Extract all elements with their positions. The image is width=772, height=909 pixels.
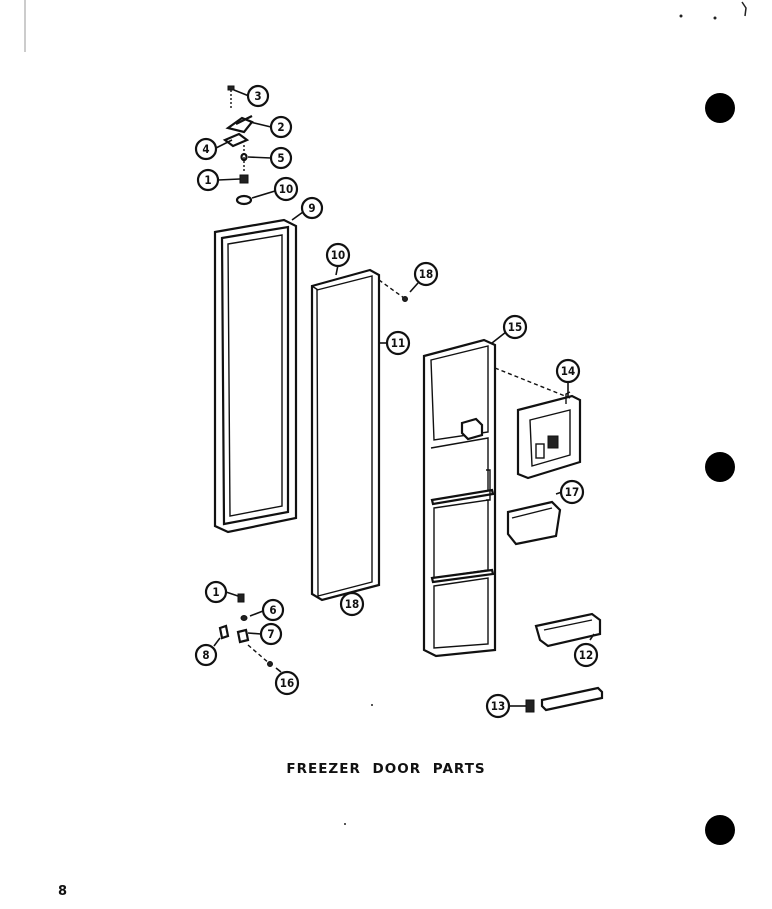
callout-1-bottom: 1	[204, 580, 228, 604]
callout-12: 12	[573, 642, 599, 668]
liner-clip	[486, 469, 491, 501]
svg-text:2: 2	[277, 120, 284, 134]
tray-lip	[511, 507, 553, 519]
svg-text:10: 10	[279, 182, 293, 196]
svg-text:15: 15	[508, 320, 522, 334]
housing-switch	[547, 435, 559, 449]
callout-5: 5	[269, 146, 293, 170]
callout-18-top: 18	[413, 261, 439, 287]
lower-hinge-assembly	[218, 593, 273, 667]
scan-speck	[713, 16, 717, 20]
scan-speck	[344, 823, 346, 825]
lower-hinge-spacer	[218, 624, 230, 640]
trim-strip	[525, 686, 604, 713]
callout-7: 7	[259, 622, 283, 646]
dispenser-housing	[516, 391, 582, 480]
lower-washer	[240, 615, 248, 621]
hinge-screw	[227, 85, 235, 91]
lower-screw	[267, 661, 273, 667]
callout-14: 14	[555, 358, 581, 384]
svg-text:17: 17	[565, 485, 579, 499]
liner-shelf-3	[433, 577, 489, 649]
handle-edge	[543, 619, 593, 631]
door-panel	[310, 268, 381, 602]
liner-rail-2	[430, 568, 495, 584]
svg-text:14: 14	[561, 364, 575, 378]
svg-text:4: 4	[202, 142, 209, 156]
callout-17: 17	[559, 479, 585, 505]
housing-port	[535, 443, 545, 459]
trim-clip	[525, 699, 535, 713]
diagram-title: FREEZER DOOR PARTS	[286, 761, 486, 777]
svg-text:1: 1	[204, 173, 211, 187]
upper-hinge-assembly	[222, 85, 254, 206]
scan-speck	[741, 1, 747, 17]
hinge-bracket-edge	[235, 115, 253, 125]
svg-text:3: 3	[254, 89, 261, 103]
callout-8: 8	[194, 643, 218, 667]
hinge-pin	[239, 174, 249, 184]
callout-11: 11	[385, 330, 411, 356]
callout-9: 9	[300, 196, 324, 220]
panel-inner	[316, 275, 373, 597]
svg-text:9: 9	[308, 201, 315, 215]
door-handle	[534, 612, 602, 648]
tray-body	[506, 500, 562, 546]
lower-hinge-bracket	[236, 628, 250, 644]
door-liner	[422, 338, 497, 658]
scan-speck	[371, 704, 373, 706]
svg-text:1: 1	[212, 585, 219, 599]
svg-text:6: 6	[269, 603, 276, 617]
callout-2: 2	[269, 115, 293, 139]
liner-rail-1	[430, 488, 495, 506]
gasket-inner	[220, 225, 290, 526]
binder-hole-middle	[705, 452, 735, 482]
hinge-bracket	[225, 116, 254, 134]
callout-3: 3	[246, 84, 270, 108]
callout-4: 4	[194, 137, 218, 161]
svg-text:10: 10	[331, 248, 345, 262]
svg-text:8: 8	[202, 648, 209, 662]
callout-15: 15	[502, 314, 528, 340]
binder-hole-bottom	[705, 815, 735, 845]
callout-6: 6	[261, 598, 285, 622]
svg-text:18: 18	[345, 597, 359, 611]
leader-lines	[213, 89, 595, 707]
svg-text:16: 16	[280, 676, 294, 690]
hinge-plate	[222, 132, 250, 148]
lower-hinge-pin	[237, 593, 245, 603]
svg-text:13: 13	[491, 699, 505, 713]
svg-text:18: 18	[419, 267, 433, 281]
dispenser-lever	[460, 417, 484, 441]
page-number: 8	[58, 884, 68, 899]
ice-tray	[506, 500, 562, 546]
housing-inner	[529, 409, 571, 467]
svg-text:11: 11	[391, 336, 405, 350]
callout-18-bottom: 18	[339, 591, 365, 617]
panel-edge	[311, 285, 319, 291]
trim-body	[540, 686, 604, 712]
callout-10-hinge: 10	[273, 176, 299, 202]
lower-screw-axis	[247, 644, 271, 665]
callout-1-top: 1	[196, 168, 220, 192]
door-gasket	[213, 218, 298, 534]
panel-outer	[310, 268, 381, 602]
svg-text:5: 5	[277, 151, 284, 165]
binder-hole-top	[705, 93, 735, 123]
svg-text:7: 7	[267, 627, 274, 641]
callout-16: 16	[274, 670, 300, 696]
callout-10-panel: 10	[325, 242, 351, 268]
scan-speck	[679, 14, 683, 18]
svg-text:12: 12	[579, 648, 593, 662]
hinge-bushing	[235, 194, 253, 206]
gasket-inner-edge	[227, 234, 283, 517]
callout-13: 13	[485, 693, 511, 719]
liner-upper-recess	[430, 345, 489, 441]
